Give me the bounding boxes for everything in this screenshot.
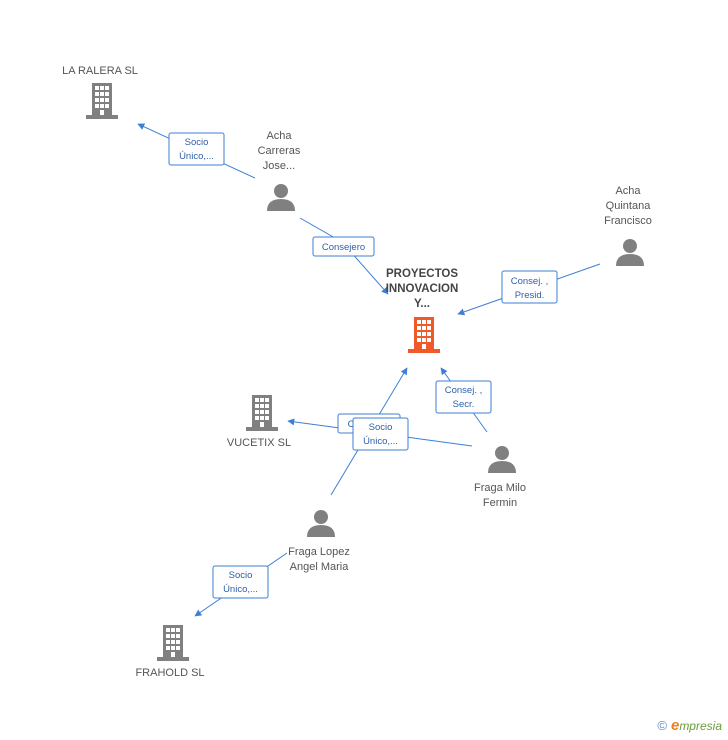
person-icon <box>616 239 644 266</box>
node-label: VUCETIX SL <box>227 437 291 449</box>
node-label: Fermin <box>483 497 517 509</box>
node-label: Fraga Lopez <box>288 546 350 558</box>
node-label: Acha <box>266 130 292 142</box>
relation-label: Socio <box>369 422 393 433</box>
node-fraga-milo[interactable]: Fraga Milo Fermin <box>474 446 526 509</box>
person-icon <box>267 184 295 211</box>
relation-consej-secr[interactable]: Consej. , Secr. <box>435 380 492 414</box>
node-label: PROYECTOS <box>386 268 458 280</box>
node-acha-carreras[interactable]: Acha Carreras Jose... <box>258 130 301 211</box>
node-label: Quintana <box>606 200 652 212</box>
relation-socio-la-ralera[interactable]: Socio Único,... <box>168 132 225 166</box>
relation-label: Socio <box>229 570 253 581</box>
node-fraga-lopez[interactable]: Fraga Lopez Angel Maria <box>288 510 350 573</box>
node-label: Francisco <box>604 215 652 227</box>
relation-label: Consejero <box>322 242 365 253</box>
node-label: Carreras <box>258 145 301 157</box>
person-icon <box>307 510 335 537</box>
brand-name: mpresia <box>679 719 722 733</box>
relation-consejero[interactable]: Consejero <box>312 236 375 257</box>
relation-label: Secr. <box>453 399 475 410</box>
relation-label: Consej. , <box>511 276 549 287</box>
node-label: Fraga Milo <box>474 482 526 494</box>
brand-logo: empresia <box>671 717 722 734</box>
relation-label: Socio <box>185 137 209 148</box>
node-label: LA RALERA SL <box>62 65 138 77</box>
relation-label: Consej. , <box>445 385 483 396</box>
node-vucetix[interactable]: VUCETIX SL <box>227 395 291 449</box>
node-label: Acha <box>615 185 641 197</box>
node-acha-quintana[interactable]: Acha Quintana Francisco <box>604 185 652 266</box>
brand-e: e <box>670 717 680 734</box>
copyright-icon: © <box>657 718 667 733</box>
relation-socio-frahold[interactable]: Socio Único,... <box>212 565 269 599</box>
node-la-ralera[interactable]: LA RALERA SL <box>62 65 138 119</box>
node-label: Angel Maria <box>290 561 350 573</box>
building-icon <box>157 625 189 661</box>
footer-brand: © empresia <box>657 717 722 734</box>
node-frahold[interactable]: FRAHOLD SL <box>135 625 205 679</box>
relation-consej-presid[interactable]: Consej. , Presid. <box>501 270 558 304</box>
building-icon <box>408 317 440 353</box>
relation-label: Único,... <box>179 151 214 162</box>
relation-label: Único,... <box>363 436 398 447</box>
person-icon <box>488 446 516 473</box>
node-label: Jose... <box>263 160 295 172</box>
building-icon <box>86 83 118 119</box>
relation-label: Presid. <box>515 290 545 301</box>
edges <box>137 123 601 617</box>
relation-socio-vucetix[interactable]: Socio Único,... <box>352 417 409 451</box>
node-label: Y... <box>414 298 430 310</box>
building-icon <box>246 395 278 431</box>
node-label: INNOVACION <box>386 283 459 295</box>
relation-label: Único,... <box>223 584 258 595</box>
node-main-company[interactable]: PROYECTOS INNOVACION Y... <box>386 268 459 353</box>
node-label: FRAHOLD SL <box>135 667 204 679</box>
